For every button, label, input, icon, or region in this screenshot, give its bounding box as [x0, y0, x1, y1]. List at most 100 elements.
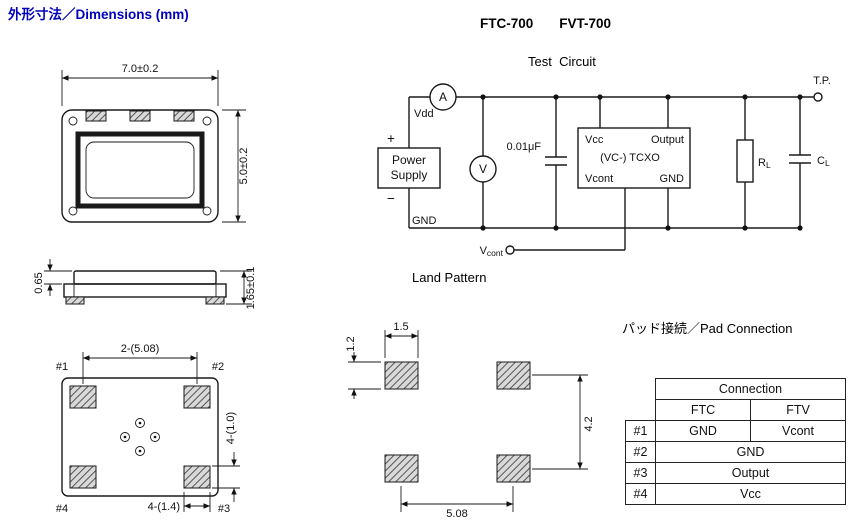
land-pad [496, 361, 531, 390]
voltmeter-symbol [469, 155, 497, 183]
pad-1 [69, 385, 97, 409]
corner-castellation [68, 116, 78, 126]
resistor-symbol [736, 139, 754, 183]
pad-connection-label: パッド接続／Pad Connection [622, 321, 793, 336]
dim-top-height-label: 5.0±0.2 [238, 148, 250, 185]
cavity-wall [75, 131, 205, 209]
dim-land-hpitch-label: 5.08 [446, 508, 467, 520]
center-dot [138, 421, 142, 425]
rl-sub: L [766, 160, 771, 170]
junction-dots [480, 94, 803, 231]
table-row: #4 Vcc [625, 483, 846, 505]
table-row: #2 GND [625, 441, 846, 463]
ammeter-label: A [439, 90, 447, 104]
pad-4 [69, 465, 97, 489]
center-dot [153, 435, 157, 439]
tcxo-output-label: Output [651, 134, 684, 146]
land-pad [384, 361, 419, 390]
table-header-ftc: FTC [655, 399, 751, 421]
center-hole [120, 432, 130, 442]
tp-terminal [813, 92, 823, 102]
package-outline [61, 109, 219, 223]
tp-label: T.P. [813, 75, 831, 87]
pad-2 [183, 385, 211, 409]
pin3-label: #3 [218, 503, 230, 515]
package-bottom-view: #1 #2 #4 #3 2-(5.08) 4-(1.0) 4-(1.4) [56, 343, 240, 515]
table-cell-both: Output [655, 462, 846, 484]
table-cell-both: GND [655, 441, 846, 463]
table-row: #1 GND Vcont [625, 420, 846, 442]
dim-land-height-label: 1.2 [345, 336, 357, 351]
vcont-terminal [505, 245, 515, 255]
center-dot [138, 449, 142, 453]
bottom-outline [61, 377, 219, 497]
table-header-connection: Connection [655, 378, 846, 400]
gnd-label: GND [412, 215, 437, 227]
dim-land-width-label: 1.5 [393, 321, 408, 333]
land-pattern-drawing: 1.5 1.2 4.2 5.08 [345, 321, 595, 520]
dim-side-lid-label: 0.65 [33, 272, 45, 293]
tcxo-name-label: (VC-) TCXO [600, 152, 660, 164]
dim-side-total-label: 1.65±0.1 [245, 267, 257, 310]
table-cell-pin: #1 [625, 420, 656, 442]
cl-sub: L [825, 158, 830, 168]
table-header-ftv: FTV [750, 399, 846, 421]
side-pad [65, 296, 85, 305]
test-circuit-label: Test Circuit [528, 54, 596, 69]
power-supply-line2: Supply [391, 168, 428, 182]
lid-outline [73, 270, 217, 285]
voltmeter-label: V [479, 162, 487, 176]
plus-label: + [387, 131, 395, 146]
cl-main: C [817, 155, 825, 167]
table-cell-pin: #2 [625, 441, 656, 463]
ammeter-symbol [429, 83, 457, 111]
dim-pad-height-label: 4-(1.0) [225, 412, 237, 444]
table-cell-pin: #3 [625, 462, 656, 484]
top-metallization [173, 110, 195, 122]
table-empty-cell [626, 400, 656, 421]
land-pad [384, 454, 419, 483]
table-cell-both: Vcc [655, 483, 846, 505]
minus-label: − [387, 191, 395, 206]
tcxo-gnd-label: GND [660, 173, 685, 185]
corner-castellation [202, 116, 212, 126]
capacitor-label: 0.01μF [507, 141, 542, 153]
package-top-view: 7.0±0.2 5.0±0.2 [61, 63, 250, 223]
center-hole [135, 446, 145, 456]
top-metallization [85, 110, 107, 122]
package-side-view: 0.65 1.65±0.1 [33, 259, 257, 309]
tcxo-vcont-label: Vcont [585, 173, 613, 185]
table-cell-pin: #4 [625, 483, 656, 505]
table-empty-cell [626, 379, 656, 400]
base-outline [63, 283, 227, 298]
pad-3 [183, 465, 211, 489]
center-hole [150, 432, 160, 442]
center-dot [123, 435, 127, 439]
table-cell-ftv: Vcont [750, 420, 846, 442]
land-pattern-label: Land Pattern [412, 270, 487, 285]
power-supply-line1: Power [392, 153, 426, 167]
pin2-label: #2 [212, 361, 224, 373]
title-ftc: FTC-700 [480, 16, 534, 31]
pin1-label: #1 [56, 361, 68, 373]
table-cell-ftc: GND [655, 420, 751, 442]
side-pad [205, 296, 225, 305]
dim-pad-width-label: 4-(1.4) [148, 501, 180, 513]
vcont-sub: cont [487, 248, 504, 258]
tcxo-vcc-label: Vcc [585, 134, 604, 146]
document-title: FTC-700 FVT-700 [480, 16, 611, 31]
pin4-label: #4 [56, 503, 68, 515]
corner-castellation [68, 206, 78, 216]
vcont-label: Vcont [480, 245, 504, 258]
table-row: #3 Output [625, 462, 846, 484]
vcont-main: V [480, 245, 488, 257]
corner-castellation [202, 206, 212, 216]
top-metallization [129, 110, 151, 122]
title-fvt: FVT-700 [559, 16, 612, 31]
rl-main: R [758, 157, 766, 169]
vdd-label: Vdd [414, 108, 434, 120]
center-hole [135, 418, 145, 428]
cavity-inner [85, 141, 195, 199]
rl-label: RL [758, 157, 771, 170]
